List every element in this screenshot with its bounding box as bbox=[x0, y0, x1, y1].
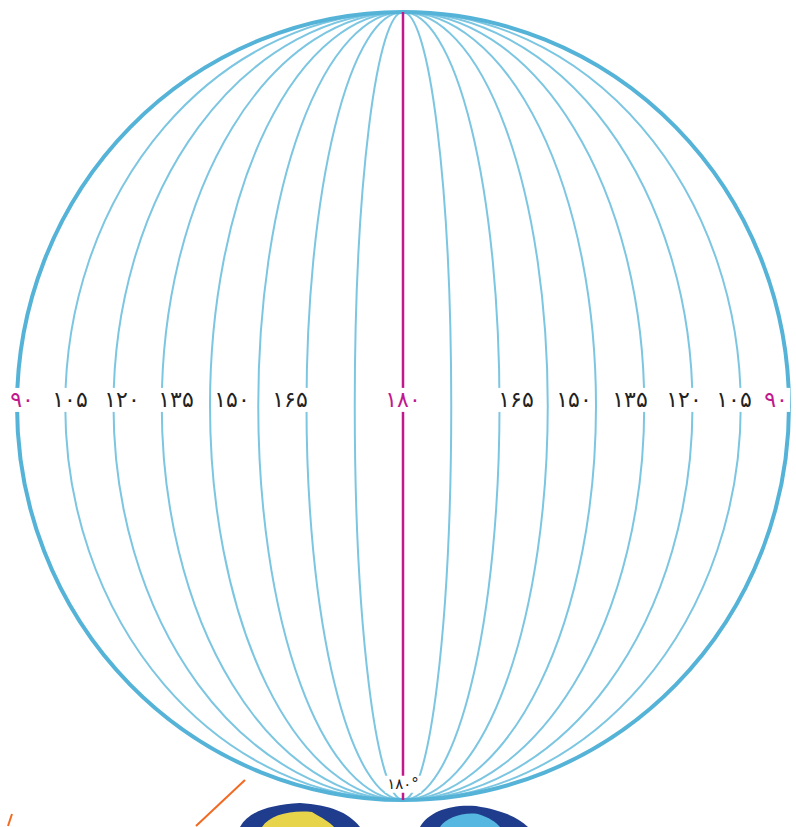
longitude-label: ۹۰ bbox=[8, 388, 36, 412]
longitude-label: ۱۵۰ bbox=[554, 388, 593, 412]
globe-picture bbox=[440, 814, 500, 827]
meridian-line bbox=[162, 12, 645, 800]
longitude-label: ۱۳۵ bbox=[156, 388, 195, 412]
globe-picture bbox=[240, 803, 360, 827]
pen-mark bbox=[8, 814, 12, 826]
pole-label: ۱۸۰° bbox=[385, 776, 421, 793]
meridian-line bbox=[114, 12, 693, 800]
meridian-line bbox=[355, 12, 452, 800]
longitude-label: ۹۰ bbox=[762, 388, 790, 412]
longitude-label: ۱۶۵ bbox=[496, 388, 535, 412]
globe-picture bbox=[262, 812, 334, 827]
pen-mark bbox=[196, 780, 245, 826]
longitude-label: ۱۲۰ bbox=[664, 388, 703, 412]
longitude-label: ۱۳۵ bbox=[610, 388, 649, 412]
meridian-line bbox=[210, 12, 596, 800]
longitude-label: ۱۶۵ bbox=[270, 388, 309, 412]
meridian-line bbox=[65, 12, 741, 800]
longitude-label: ۱۰۵ bbox=[714, 388, 753, 412]
meridian-lines bbox=[65, 12, 741, 800]
longitude-label: ۱۸۰ bbox=[383, 388, 422, 412]
longitude-label: ۱۰۵ bbox=[50, 388, 89, 412]
globe-outline bbox=[17, 12, 789, 800]
globe-picture bbox=[420, 806, 528, 827]
meridian-line bbox=[307, 12, 500, 800]
longitude-label: ۱۲۰ bbox=[102, 388, 141, 412]
longitude-label: ۱۵۰ bbox=[212, 388, 251, 412]
meridian-line bbox=[258, 12, 548, 800]
